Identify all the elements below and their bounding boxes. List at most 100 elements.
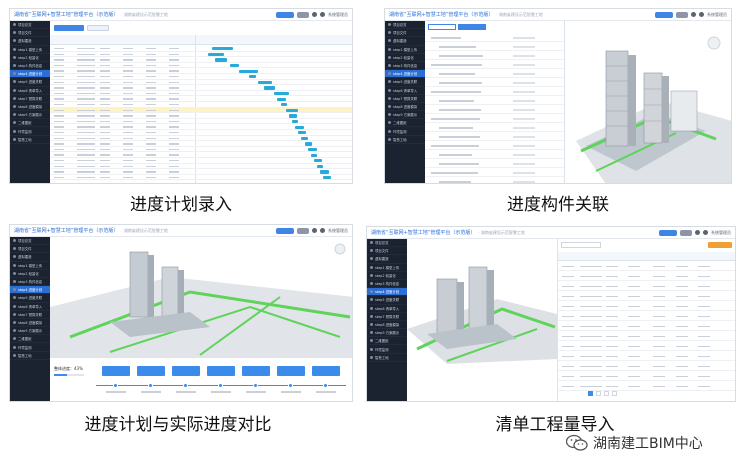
table-row[interactable] <box>50 136 352 142</box>
sidebar-item[interactable]: 项目文件 <box>10 29 50 38</box>
sidebar-item[interactable]: step6 清单导入 <box>10 87 50 95</box>
table-row[interactable] <box>558 301 735 311</box>
sidebar-item[interactable]: step7 预算关联 <box>10 311 50 319</box>
sidebar-item[interactable]: step2 轻量化 <box>367 272 407 280</box>
table-row[interactable] <box>50 52 352 58</box>
gantt-bar[interactable] <box>248 75 257 79</box>
tree-row[interactable] <box>425 123 564 132</box>
table-row[interactable] <box>558 331 735 341</box>
tree-row[interactable] <box>425 114 564 123</box>
import-button[interactable] <box>708 242 732 248</box>
gantt-bar[interactable] <box>276 97 286 101</box>
sidebar-item[interactable]: 虚拟建造 <box>10 253 50 262</box>
sidebar-item[interactable]: step2 轻量化 <box>385 54 425 62</box>
tree-row[interactable] <box>425 141 564 150</box>
bim-model-view[interactable] <box>566 21 732 184</box>
sidebar-item[interactable]: 二维图纸 <box>367 337 407 346</box>
gantt-bar[interactable] <box>258 80 272 84</box>
sidebar-item[interactable]: step1 模型上传 <box>385 46 425 54</box>
sidebar-item[interactable]: step8 进度模拟 <box>10 319 50 328</box>
sidebar-item[interactable]: 智慧工地 <box>367 354 407 362</box>
gantt-bar[interactable] <box>301 136 308 140</box>
sidebar-item[interactable]: 项目总览 <box>367 239 407 248</box>
sidebar-item[interactable]: 虚拟建造 <box>367 255 407 264</box>
milestone-box[interactable] <box>172 366 200 376</box>
milestone-box[interactable] <box>242 366 270 376</box>
milestone-node[interactable] <box>218 383 223 388</box>
tree-row[interactable] <box>425 159 564 168</box>
tree-row[interactable] <box>425 51 564 60</box>
sidebar-item[interactable]: 项目总览 <box>385 21 425 30</box>
gantt-bar[interactable] <box>323 175 331 180</box>
gantt-bar[interactable] <box>211 47 234 51</box>
milestone-node[interactable] <box>183 383 188 388</box>
nav-button[interactable] <box>655 11 673 18</box>
search-input[interactable] <box>561 242 601 248</box>
milestone-box[interactable] <box>137 366 165 376</box>
gantt-bar[interactable] <box>281 103 288 107</box>
tab-schedule[interactable] <box>428 24 456 30</box>
table-row[interactable] <box>50 175 352 181</box>
tree-row[interactable] <box>425 168 564 177</box>
tab-component[interactable] <box>458 24 486 30</box>
sidebar-item[interactable]: 项目总览 <box>10 21 50 30</box>
sidebar-item[interactable]: step7 预算关联 <box>367 313 407 321</box>
settings-icon[interactable] <box>312 228 317 233</box>
table-row[interactable] <box>50 169 352 175</box>
avatar[interactable] <box>703 230 708 235</box>
table-row[interactable] <box>558 321 735 331</box>
sidebar-item[interactable]: step6 清单导入 <box>367 305 407 313</box>
nav-button[interactable] <box>276 227 294 234</box>
sidebar-item[interactable]: 项目文件 <box>385 29 425 38</box>
bim-model-view[interactable] <box>50 237 353 357</box>
gantt-bar[interactable] <box>285 108 299 112</box>
sidebar-item[interactable]: 项目总览 <box>10 237 50 246</box>
table-row[interactable] <box>50 152 352 158</box>
table-row[interactable] <box>50 164 352 170</box>
gantt-bar[interactable] <box>230 63 240 68</box>
gantt-bar[interactable] <box>298 131 307 135</box>
bim-model-view[interactable] <box>407 239 557 402</box>
sidebar-item[interactable]: step2 轻量化 <box>10 270 50 278</box>
table-row[interactable] <box>50 124 352 130</box>
table-row[interactable] <box>50 57 352 63</box>
sidebar-item[interactable]: 项目文件 <box>367 247 407 256</box>
avatar[interactable] <box>699 12 704 17</box>
sidebar-item[interactable]: step4 进度计划 <box>385 70 425 79</box>
sidebar-item[interactable]: step4 进度计划 <box>367 288 407 297</box>
sidebar-item[interactable]: step1 模型上传 <box>367 264 407 272</box>
milestone-box[interactable] <box>277 366 305 376</box>
sidebar-item[interactable]: 虚拟建造 <box>385 37 425 46</box>
gantt-bar[interactable] <box>239 69 258 73</box>
milestone-node[interactable] <box>288 383 293 388</box>
table-row[interactable] <box>558 341 735 351</box>
table-row[interactable] <box>50 80 352 86</box>
tree-row[interactable] <box>425 105 564 114</box>
sidebar-item[interactable]: step5 进度关联 <box>10 294 50 303</box>
tree-row[interactable] <box>425 69 564 78</box>
table-row[interactable] <box>558 351 735 361</box>
import-button[interactable] <box>87 25 109 31</box>
sidebar-item[interactable]: step5 进度关联 <box>10 78 50 87</box>
gantt-bar[interactable] <box>304 142 313 146</box>
avatar[interactable] <box>320 228 325 233</box>
gantt-bar[interactable] <box>316 164 324 168</box>
sidebar-item[interactable]: step8 进度模拟 <box>367 321 407 330</box>
avatar[interactable] <box>320 12 325 17</box>
table-row[interactable] <box>50 46 352 52</box>
milestone-box[interactable] <box>207 366 235 376</box>
table-row[interactable] <box>558 381 735 391</box>
sidebar-item[interactable]: 项目文件 <box>10 245 50 254</box>
sidebar-item[interactable]: step9 方案展示 <box>10 111 50 120</box>
sidebar-item[interactable]: step7 预算关联 <box>10 95 50 103</box>
sidebar-item[interactable]: 二维图纸 <box>385 119 425 128</box>
table-row[interactable] <box>50 141 352 147</box>
tree-row[interactable] <box>425 96 564 105</box>
table-row[interactable] <box>50 63 352 69</box>
table-row[interactable] <box>50 74 352 80</box>
table-row[interactable] <box>50 147 352 153</box>
nav-button[interactable] <box>680 229 692 236</box>
nav-button[interactable] <box>297 227 309 234</box>
sidebar-item[interactable]: 二维图纸 <box>10 335 50 344</box>
sidebar-item[interactable]: step5 进度关联 <box>385 78 425 87</box>
